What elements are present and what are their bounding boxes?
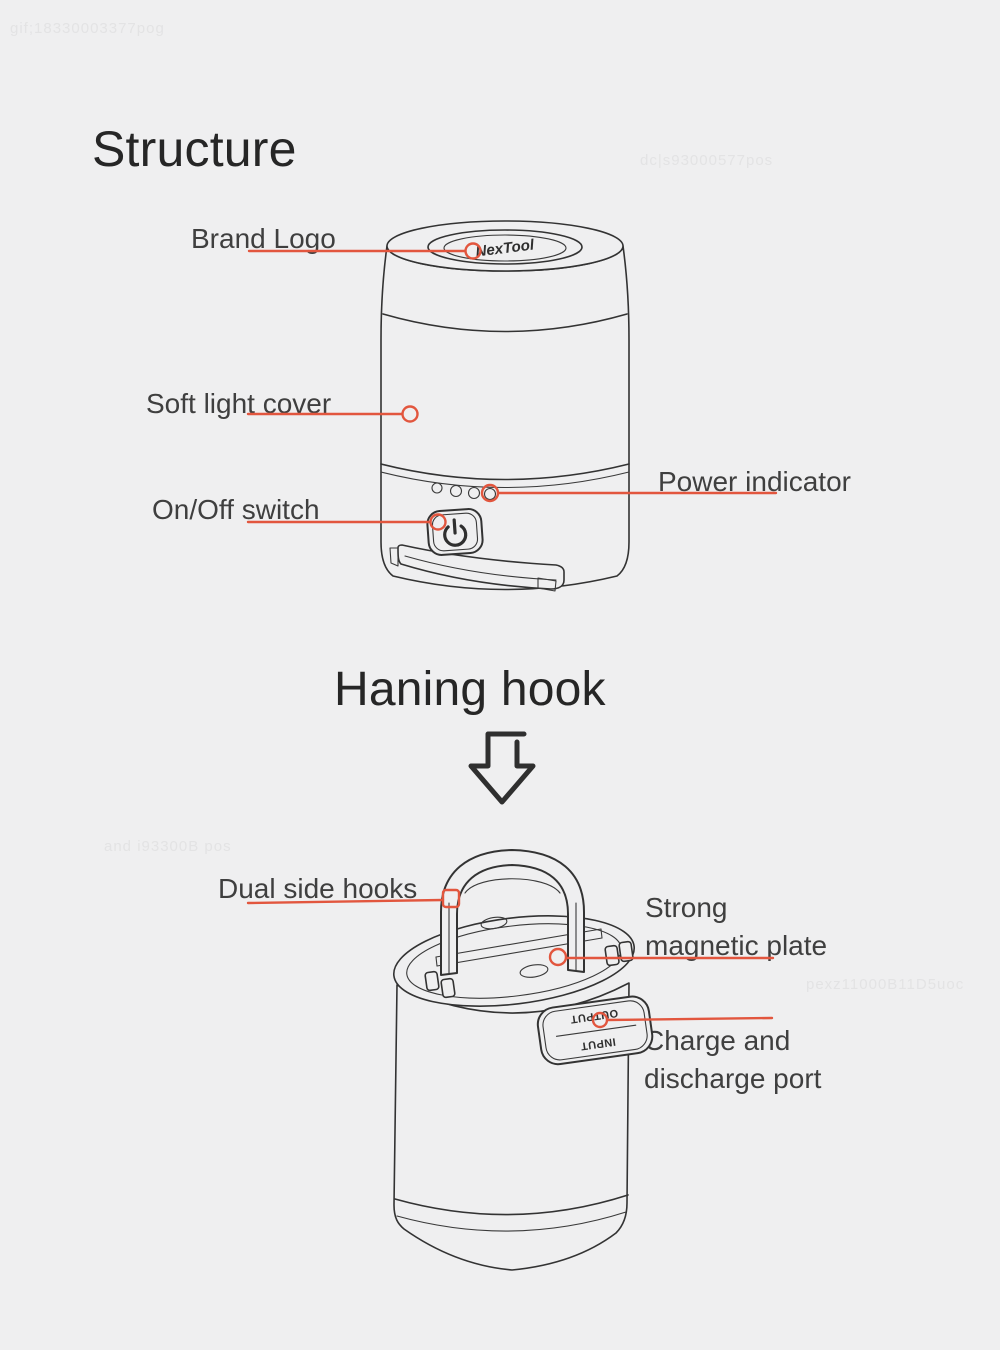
label-strong-magnetic-plate: Strong magnetic plate <box>645 889 827 964</box>
flipped-seam-2 <box>396 1211 627 1232</box>
marker-on-off-switch <box>429 513 447 531</box>
label-line: discharge port <box>644 1062 822 1094</box>
cleat <box>424 970 440 992</box>
lantern-body <box>380 245 630 591</box>
callouts-diagram-1 <box>246 242 778 531</box>
stand-groove-right-notch <box>537 577 557 592</box>
down-arrow-icon <box>468 731 536 805</box>
marker-strong-magnetic-plate <box>548 947 568 967</box>
handle-edge-line <box>464 878 561 894</box>
logo-plate <box>443 234 567 262</box>
hook-slot-cap <box>435 956 438 967</box>
led-dot <box>483 487 497 501</box>
top-inner-ring <box>427 229 583 265</box>
hanging-hook-title: Haning hook <box>334 663 606 716</box>
lantern-flipped-drawing: OUTPUT INPUT <box>392 849 654 1271</box>
base-seam-2 <box>380 471 630 489</box>
label-line: Charge and <box>644 1025 791 1056</box>
label-charge-discharge-port: Charge and discharge port <box>644 1022 821 1097</box>
power-indicator-leds <box>431 482 497 501</box>
label-on-off-switch: On/Off switch <box>152 494 320 525</box>
leader-charge-port <box>605 1016 774 1022</box>
marker-power-indicator <box>480 483 500 503</box>
watermark: pexz11000B11D5uoc <box>806 976 965 993</box>
led-dot <box>467 486 481 500</box>
callouts-diagram-2 <box>246 888 775 1029</box>
watermark: dc|s93000577pos <box>640 152 774 169</box>
charge-port: OUTPUT INPUT <box>536 995 654 1066</box>
led-dot <box>449 484 463 498</box>
power-button-inner <box>431 512 479 552</box>
shoulder-seam <box>382 313 628 333</box>
power-icon <box>443 518 468 547</box>
port-input-text: INPUT <box>580 1035 617 1052</box>
label-brand-logo: Brand Logo <box>191 223 336 254</box>
power-button <box>426 508 484 556</box>
hook-slot-cap <box>600 928 603 939</box>
cleat <box>440 977 456 999</box>
cleat <box>618 940 634 963</box>
hanging-hook-handle <box>440 849 585 976</box>
marker-soft-light-cover <box>401 405 419 423</box>
page-title: Structure <box>92 121 297 177</box>
plate-screw <box>480 916 508 930</box>
marker-brand-logo <box>464 242 482 260</box>
rim-cleats <box>424 940 634 999</box>
watermark: and i93300B pos <box>104 838 232 855</box>
plate-screw <box>519 964 549 978</box>
leader-dual-side-hooks <box>246 898 445 905</box>
cleat <box>604 944 620 967</box>
marker-charge-port <box>591 1011 609 1029</box>
led-dot <box>431 482 443 494</box>
watermark: gif;18330003377pog <box>10 20 165 37</box>
lantern-upright-drawing: NexTool <box>380 220 630 592</box>
base-seam-1 <box>380 463 630 481</box>
label-line: magnetic plate <box>645 929 828 961</box>
port-inner-outline <box>542 1000 648 1061</box>
label-line: Strong <box>645 892 728 923</box>
port-divider <box>555 1024 637 1037</box>
handle-band <box>440 849 585 976</box>
flipped-seam-1 <box>394 1194 629 1216</box>
stand-groove-left-notch <box>389 547 399 567</box>
marker-dual-side-hooks <box>441 888 461 909</box>
label-dual-side-hooks: Dual side hooks <box>218 873 418 904</box>
